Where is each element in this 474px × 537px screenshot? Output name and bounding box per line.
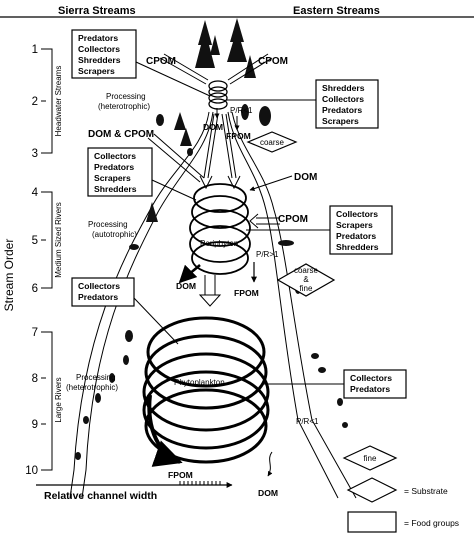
header-sierra: Sierra Streams xyxy=(58,5,136,17)
coil-periphyton xyxy=(189,183,251,275)
legend-food-groups-swatch xyxy=(347,511,397,533)
substrate-fine: fine xyxy=(342,445,398,471)
axis-y-label: Stream Order xyxy=(2,239,16,312)
label-phytoplankton: Phytoplankton xyxy=(174,378,225,387)
label-dom-right: DOM xyxy=(294,172,317,183)
axis-x-label: Relative channel width xyxy=(44,490,157,502)
zone-medium: Medium Sized Rivers xyxy=(54,202,63,278)
svg-text:Collectors: Collectors xyxy=(78,281,120,291)
label-processing-auto-b: (autotrophic) xyxy=(92,230,137,239)
svg-text:Scrapers: Scrapers xyxy=(94,173,131,183)
axis-ticks: 1 2 3 4 5 6 7 8 9 10 xyxy=(25,44,46,477)
axis-tick-label: 3 xyxy=(32,148,38,160)
svg-text:Predators: Predators xyxy=(78,33,118,43)
axis-tick-label: 9 xyxy=(32,419,38,431)
food-group-box-mid-left: Collectors Predators Scrapers Shredders xyxy=(87,147,153,197)
svg-text:Predators: Predators xyxy=(350,384,390,394)
coil-headwater xyxy=(208,80,228,110)
label-cpom-mid: CPOM xyxy=(278,214,308,225)
axis-tick-label: 7 xyxy=(32,327,38,339)
food-group-box-lower-right: Collectors Predators xyxy=(343,369,407,399)
axis-tick-label: 1 xyxy=(32,44,38,56)
svg-text:coarse: coarse xyxy=(294,266,319,275)
river-bank-left-inner xyxy=(81,111,214,499)
axis-x-minor-ticks xyxy=(179,481,221,485)
river-bank-left-outer xyxy=(69,111,210,499)
box-connectors xyxy=(133,61,344,385)
svg-text:&: & xyxy=(303,275,309,284)
label-cpom-left: CPOM xyxy=(146,56,176,67)
legend-substrate-swatch xyxy=(346,477,398,503)
svg-text:Scrapers: Scrapers xyxy=(336,220,373,230)
axis-tick-label: 6 xyxy=(32,283,38,295)
zone-large: Large Rivers xyxy=(54,377,63,422)
label-fpom-top: FPOM xyxy=(226,131,251,141)
svg-text:Predators: Predators xyxy=(322,105,362,115)
bracket-medium xyxy=(46,191,53,289)
svg-text:Collectors: Collectors xyxy=(336,209,378,219)
label-processing-2: Processing xyxy=(76,373,116,382)
substrate-coarse: coarse xyxy=(246,131,298,153)
axis-tick-label: 2 xyxy=(32,96,38,108)
svg-text:Predators: Predators xyxy=(78,292,118,302)
svg-text:fine: fine xyxy=(364,454,377,463)
svg-text:Shredders: Shredders xyxy=(336,242,379,252)
svg-text:Collectors: Collectors xyxy=(94,151,136,161)
label-dom-mid: DOM xyxy=(176,281,196,291)
label-dom-bottom: DOM xyxy=(258,488,278,498)
legend-substrate-label: = Substrate xyxy=(404,486,448,496)
label-pr-lt-1: P/R<1 xyxy=(230,106,253,115)
svg-text:Shredders: Shredders xyxy=(322,83,365,93)
svg-text:fine: fine xyxy=(300,284,313,293)
label-processing-1b: (heterotrophic) xyxy=(98,102,150,111)
zone-headwater: Headwater Streams xyxy=(54,66,63,137)
axis-tick-label: 4 xyxy=(32,187,39,199)
transport-arrows xyxy=(147,53,280,307)
bracket-headwater xyxy=(46,48,53,154)
riparian-trees xyxy=(75,18,348,460)
label-processing-2b: (heterotrophic) xyxy=(66,383,118,392)
label-pr-gt-1: P/R>1 xyxy=(256,250,279,259)
food-group-box-mid-right: Collectors Scrapers Predators Shredders xyxy=(329,205,393,255)
axis-tick-label: 5 xyxy=(32,235,38,247)
label-processing-1: Processing xyxy=(106,92,146,101)
river-bank-right-inner xyxy=(227,111,339,499)
svg-text:Shredders: Shredders xyxy=(94,184,137,194)
svg-text:coarse: coarse xyxy=(260,138,285,147)
header-eastern: Eastern Streams xyxy=(293,5,380,17)
legend-food-groups-label: = Food groups xyxy=(404,518,459,528)
river-bank-right-outer xyxy=(231,111,357,499)
axis-tick-label: 10 xyxy=(25,465,38,477)
svg-text:Predators: Predators xyxy=(336,231,376,241)
label-pr-lt-1b: P/R<1 xyxy=(296,417,319,426)
svg-text:Collectors: Collectors xyxy=(350,373,392,383)
flow-labels: CPOM CPOM Processing (heterotrophic) P/R… xyxy=(66,56,319,498)
svg-text:Predators: Predators xyxy=(94,162,134,172)
svg-text:Shredders: Shredders xyxy=(78,55,121,65)
axis-tick-label: 8 xyxy=(32,373,38,385)
label-periphyton: Periphyton xyxy=(200,239,238,248)
coil-phytoplankton xyxy=(142,316,270,467)
svg-text:Scrapers: Scrapers xyxy=(322,116,359,126)
label-fpom-mid: FPOM xyxy=(234,288,259,298)
food-group-box-top-right: Shredders Collectors Predators Scrapers xyxy=(315,79,379,129)
substrate-coarse-fine: coarse & fine xyxy=(276,263,336,297)
label-processing-auto: Processing xyxy=(88,220,128,229)
label-fpom-bottom: FPOM xyxy=(168,470,193,480)
svg-text:Scrapers: Scrapers xyxy=(78,66,115,76)
label-dom-cpom: DOM & CPOM xyxy=(88,129,154,140)
food-group-box-top-left: Predators Collectors Shredders Scrapers xyxy=(71,29,137,79)
label-cpom-right: CPOM xyxy=(258,56,288,67)
svg-text:Collectors: Collectors xyxy=(322,94,364,104)
label-dom-top: DOM xyxy=(203,122,223,132)
bracket-large xyxy=(46,331,53,471)
svg-text:Collectors: Collectors xyxy=(78,44,120,54)
food-group-box-lower-left: Collectors Predators xyxy=(71,277,135,307)
flow-arrows xyxy=(178,108,293,477)
legend: = Substrate = Food groups xyxy=(346,477,459,533)
